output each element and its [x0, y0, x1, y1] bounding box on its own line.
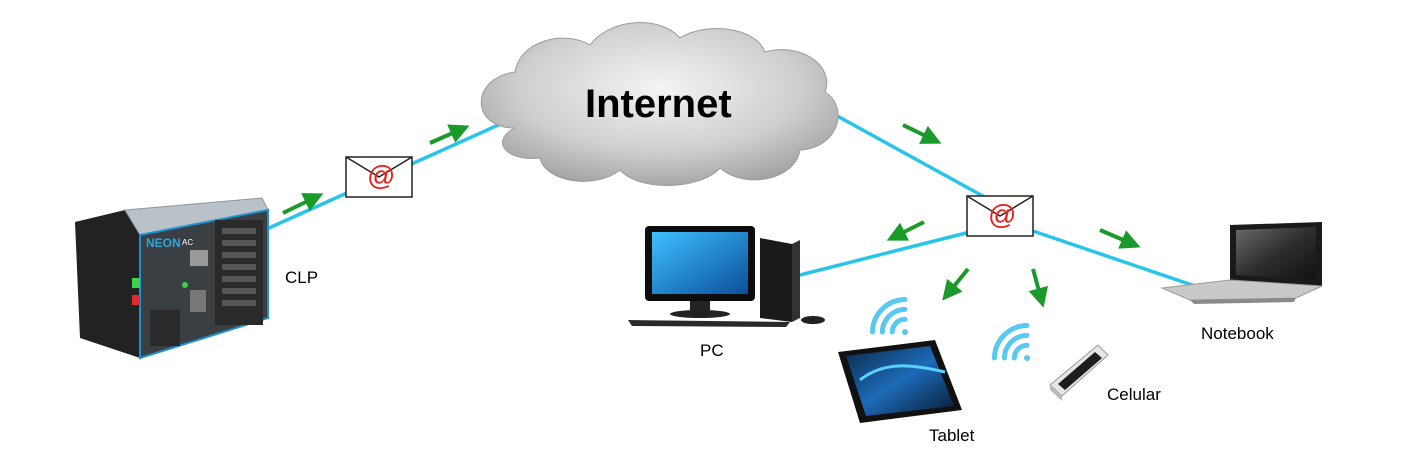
- clp-model: AC: [182, 238, 193, 247]
- green-arrow-icon: [886, 220, 925, 241]
- green-arrow-icon: [429, 124, 470, 145]
- email-at-symbol: @: [988, 199, 1017, 230]
- email-envelope-icon: [966, 195, 1034, 237]
- green-arrow-icon: [1028, 268, 1048, 308]
- pc-label: PC: [700, 341, 724, 360]
- link-cloud-to-email: [829, 110, 991, 202]
- notebook-icon: [1160, 222, 1323, 304]
- green-arrow-icon: [1099, 228, 1141, 249]
- notebook-label: Notebook: [1201, 324, 1274, 343]
- pc-icon: [628, 226, 825, 327]
- cloud-label: Internet: [585, 82, 732, 126]
- email-at-symbol: @: [367, 160, 396, 191]
- tablet-label: Tablet: [929, 426, 975, 445]
- green-arrows: [282, 123, 1141, 308]
- green-arrow-icon: [282, 193, 324, 215]
- clp-brand: NEON: [146, 236, 181, 250]
- email-envelope-icon: [345, 156, 413, 198]
- tablet-icon: [838, 340, 962, 423]
- clp-device-icon: NEON AC: [75, 197, 269, 360]
- green-arrow-icon: [902, 123, 942, 144]
- link-email-to-notebook: [1029, 228, 1196, 288]
- green-arrow-icon: [942, 267, 970, 301]
- clp-label: CLP: [285, 268, 319, 287]
- celular-label: Celular: [1107, 385, 1161, 404]
- cloud-icon: [480, 22, 839, 186]
- celular-icon: [1049, 344, 1109, 401]
- wifi-icon: [869, 296, 908, 335]
- link-email-to-pc: [795, 230, 971, 278]
- wifi-icon: [991, 322, 1030, 361]
